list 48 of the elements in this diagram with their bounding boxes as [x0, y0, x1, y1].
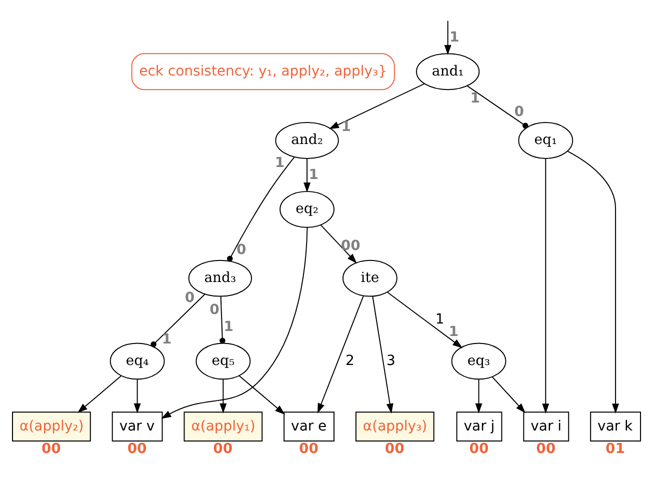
arrow [220, 378, 227, 413]
connector [150, 293, 206, 347]
label: 1 [450, 29, 460, 46]
node-label: 00 [213, 440, 233, 457]
node-label: 00 [41, 440, 61, 457]
connector [226, 156, 295, 262]
node-ellipse: ite [342, 259, 398, 296]
label: 00 [340, 237, 360, 254]
arrow [444, 20, 452, 55]
node-ellipse: eq₅ [196, 342, 251, 380]
node-ellipse: eq₃ [451, 342, 506, 380]
node-label: 00 [469, 440, 489, 457]
label: 0 [210, 301, 220, 318]
node-box: eck consistency: y₁, apply₂, apply₃} [131, 52, 395, 90]
label: 0 [514, 103, 524, 120]
node-ellipse: and₁ [416, 52, 480, 90]
arrow [161, 226, 308, 418]
label: 1 [224, 318, 234, 335]
arrow [78, 374, 122, 412]
node-ellipse: eq₄ [110, 342, 165, 380]
node-label: 01 [606, 440, 626, 457]
arrow [320, 224, 357, 263]
arrow [134, 378, 141, 413]
connector [220, 295, 226, 344]
arrow [304, 158, 311, 192]
arrow [567, 150, 620, 414]
node-label: 00 [536, 440, 556, 457]
label: 0 [236, 241, 246, 258]
label: 1 [308, 166, 319, 183]
edge-label: 1 [435, 310, 444, 327]
edge-label: 2 [346, 352, 354, 368]
arrow [238, 374, 285, 414]
node-label: 00 [127, 440, 147, 457]
edge-label: 3 [386, 352, 396, 368]
label: 1 [448, 323, 458, 340]
arrow [542, 158, 550, 414]
arrow [475, 378, 482, 413]
arrow [372, 295, 394, 414]
arrow [328, 82, 426, 129]
node-label: 00 [384, 440, 404, 457]
label: 1 [341, 118, 352, 135]
node-label: 00 [299, 440, 318, 457]
arrow [318, 294, 364, 413]
arrow [492, 376, 526, 413]
node-ellipse: eq₂ [280, 190, 334, 228]
label: 1 [470, 90, 480, 106]
connector [466, 84, 528, 128]
arrow [386, 291, 463, 348]
